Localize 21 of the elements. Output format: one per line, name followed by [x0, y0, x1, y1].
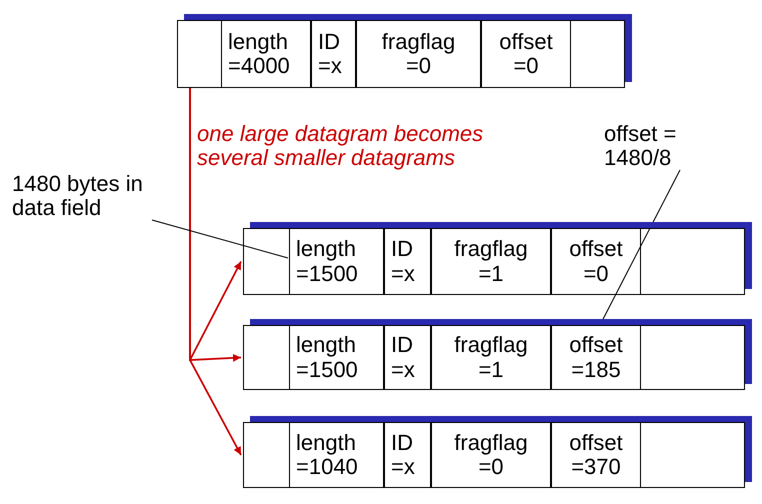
arrow: [189, 88, 242, 456]
header-field: offset =185: [551, 326, 641, 389]
header-field: length =1500: [289, 229, 384, 294]
header-field: fragflag =1: [431, 229, 551, 294]
leader-line: [152, 220, 288, 258]
annotation-text: one large datagram becomes several smaller datagrams: [197, 122, 484, 170]
header-field: ID =x: [384, 423, 431, 487]
header-field: length =4000: [221, 21, 311, 87]
note-text: offset = 1480/8: [604, 122, 708, 170]
note-text: 1480 bytes in data field: [12, 172, 172, 220]
header-field: ID =x: [311, 21, 356, 87]
header-field: length =1500: [289, 326, 384, 389]
header-field: offset =370: [551, 423, 641, 487]
header-field: offset =0: [551, 229, 641, 294]
header-field: ID =x: [384, 326, 431, 389]
header-field: length =1040: [289, 423, 384, 487]
header-field: offset =0: [481, 21, 571, 87]
header-field: ID =x: [384, 229, 431, 294]
header-field: fragflag =1: [431, 326, 551, 389]
header-field: fragflag =0: [356, 21, 481, 87]
header-field: fragflag =0: [431, 423, 551, 487]
